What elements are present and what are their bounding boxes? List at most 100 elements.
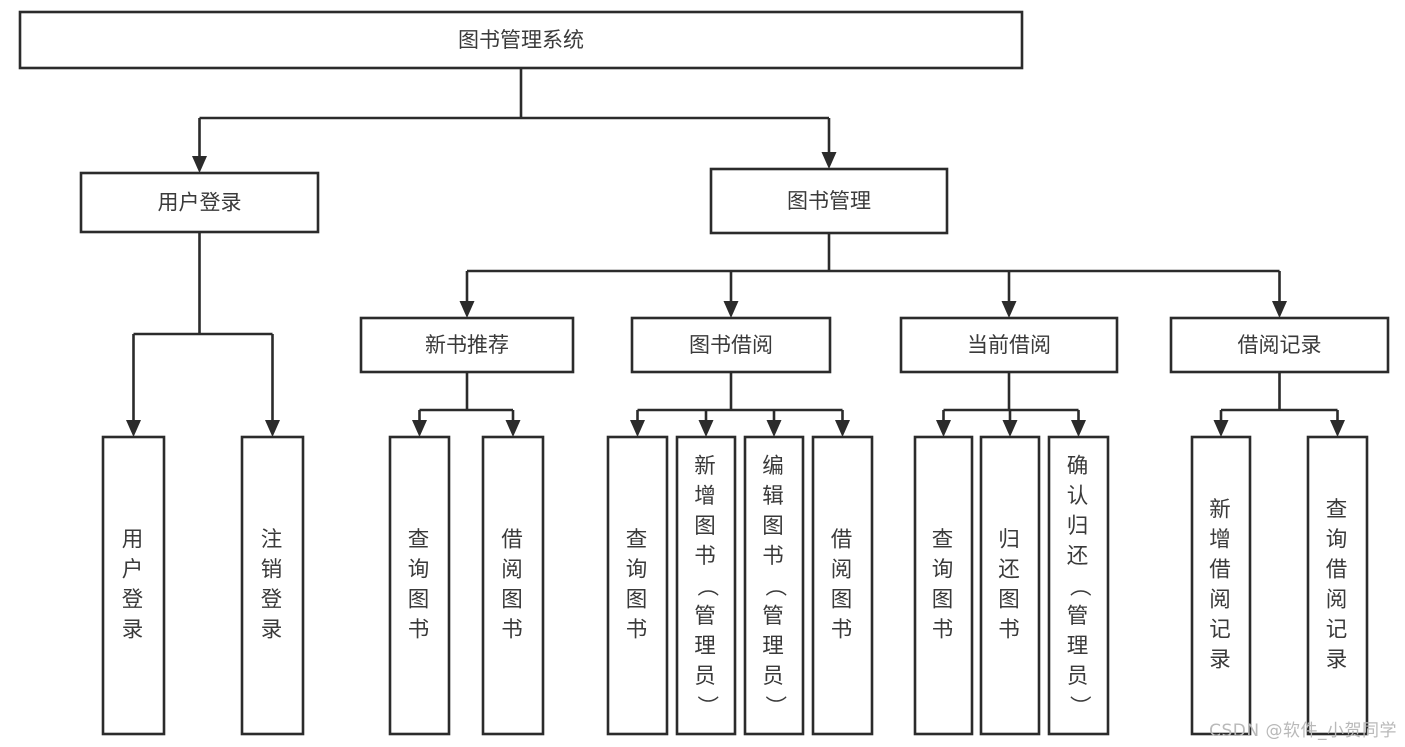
leaf-label-char: 询 xyxy=(626,558,650,583)
leaf-label-char: 员 xyxy=(1067,664,1091,689)
arrow-head-icon xyxy=(265,420,280,437)
leaf-label-char: 图 xyxy=(831,588,855,613)
leaf-label-char: 管 xyxy=(694,604,718,629)
leaf-rect[interactable] xyxy=(481,435,545,736)
arrow-head-icon xyxy=(936,420,951,437)
arrow-head-icon xyxy=(821,152,837,169)
node-图书管理系统[interactable]: 图书管理系统 xyxy=(18,10,1024,70)
node-label: 图书管理 xyxy=(787,189,871,213)
leaf-rect[interactable] xyxy=(1190,435,1252,736)
leaf-label-char: 图 xyxy=(932,588,956,613)
leaf-label-char: 还 xyxy=(1067,544,1091,569)
leaf-rect[interactable] xyxy=(1047,435,1110,736)
leaf-label-char: 书 xyxy=(831,618,855,643)
node-用户登录[interactable]: 用户登录 xyxy=(79,171,320,234)
leaf-label-char: 录 xyxy=(1326,648,1350,673)
leaf-rect[interactable] xyxy=(606,435,669,736)
leaf-label-char: 书 xyxy=(408,618,432,643)
csdn-watermark: CSDN @软件_小贺同学 xyxy=(1209,721,1397,741)
node-借阅记录[interactable]: 借阅记录 xyxy=(1169,316,1390,374)
leaf-label-char: ） xyxy=(762,695,787,719)
arrow-head-icon xyxy=(1272,301,1287,318)
leaf-rect[interactable] xyxy=(240,435,305,736)
node-label: 新书推荐 xyxy=(425,333,509,357)
node-rect[interactable] xyxy=(630,316,832,374)
leaf-label-char: 归 xyxy=(998,528,1022,553)
leaf-label-char: 记 xyxy=(1209,618,1233,643)
leaf-label-char: 员 xyxy=(694,664,718,689)
leaf-label-char: 询 xyxy=(1326,528,1350,553)
node-图书借阅[interactable]: 图书借阅 xyxy=(630,316,832,374)
node-新书推荐[interactable]: 新书推荐 xyxy=(359,316,575,374)
leaf-rect[interactable] xyxy=(1306,435,1369,736)
arrow-head-icon xyxy=(412,420,427,437)
leaf-label-char: 理 xyxy=(762,634,786,659)
node-label: 图书管理系统 xyxy=(458,28,584,52)
leaf-node-用户登录-0[interactable]: 用户登录 xyxy=(101,435,166,736)
leaf-label-char: 理 xyxy=(694,634,718,659)
leaf-label-char: 登 xyxy=(122,588,146,613)
leaf-label-char: 书 xyxy=(694,544,718,569)
leaf-label-char: 图 xyxy=(408,588,432,613)
node-label: 图书借阅 xyxy=(689,333,773,357)
leaf-label-char: 书 xyxy=(501,618,525,643)
node-rect[interactable] xyxy=(359,316,575,374)
leaf-rect[interactable] xyxy=(913,435,974,736)
arrow-head-icon xyxy=(126,420,141,437)
leaf-label-char: 注 xyxy=(261,528,285,553)
leaf-rect[interactable] xyxy=(388,435,451,736)
leaf-label-char: 询 xyxy=(932,558,956,583)
leaf-rect[interactable] xyxy=(101,435,166,736)
leaf-label-char: 阅 xyxy=(1209,588,1233,613)
leaf-label-char: 登 xyxy=(261,588,285,613)
arrow-head-icon xyxy=(698,420,714,437)
arrow-head-icon xyxy=(1330,420,1345,437)
arrow-head-icon xyxy=(1002,420,1018,437)
leaf-label-char: 图 xyxy=(626,588,650,613)
node-rect[interactable] xyxy=(18,10,1024,70)
leaf-label-char: 记 xyxy=(1326,618,1350,643)
leaf-label-char: 借 xyxy=(831,528,855,553)
arrow-head-icon xyxy=(192,156,207,173)
leaf-rect[interactable] xyxy=(979,435,1041,736)
leaf-label-char: 书 xyxy=(626,618,650,643)
node-rect[interactable] xyxy=(1169,316,1390,374)
leaf-label-char: 确 xyxy=(1067,454,1091,479)
leaf-label-char: 书 xyxy=(998,618,1022,643)
leaf-label-char: 新 xyxy=(694,454,718,479)
leaf-rect[interactable] xyxy=(811,435,874,736)
node-label: 用户登录 xyxy=(158,191,242,215)
leaf-rect[interactable] xyxy=(743,435,805,736)
leaf-label-char: 查 xyxy=(408,528,432,553)
leaf-label-char: 借 xyxy=(1326,558,1350,583)
leaf-label-char: 编 xyxy=(762,454,786,479)
leaf-label-char: 图 xyxy=(501,588,525,613)
leaf-label-char: 理 xyxy=(1067,634,1091,659)
node-rect[interactable] xyxy=(899,316,1119,374)
node-当前借阅[interactable]: 当前借阅 xyxy=(899,316,1119,374)
arrow-head-icon xyxy=(630,420,645,437)
node-label: 当前借阅 xyxy=(967,333,1051,357)
leaf-rect[interactable] xyxy=(675,435,737,736)
node-图书管理[interactable]: 图书管理 xyxy=(709,167,949,235)
node-rect[interactable] xyxy=(709,167,949,235)
arrow-head-icon xyxy=(766,420,782,437)
node-rect[interactable] xyxy=(79,171,320,234)
leaf-label-char: 录 xyxy=(1209,648,1233,673)
node-boxes: 图书管理系统用户登录图书管理新书推荐图书借阅当前借阅借阅记录用户登录注销登录查询… xyxy=(18,10,1390,736)
leaf-label-char: 用 xyxy=(122,528,146,553)
